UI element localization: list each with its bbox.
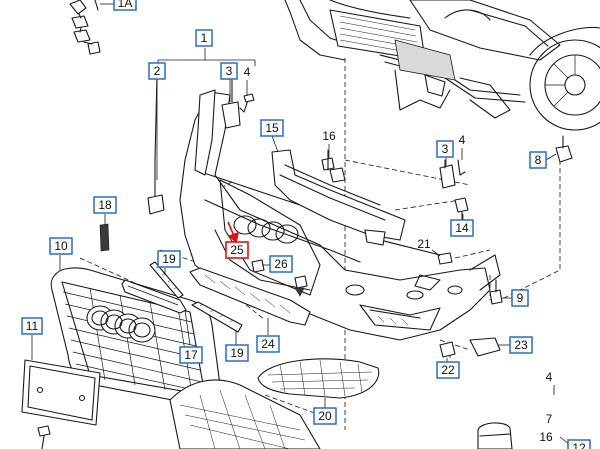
svg-text:14: 14 xyxy=(455,221,469,235)
highlight-arrow xyxy=(227,221,240,244)
svg-text:11: 11 xyxy=(26,319,39,333)
callout-1[interactable]: 1 xyxy=(195,29,213,47)
callout-24[interactable]: 24 xyxy=(256,335,280,353)
svg-text:18: 18 xyxy=(98,198,112,212)
callout-3-left[interactable]: 3 xyxy=(220,62,238,80)
callout-9[interactable]: 9 xyxy=(511,289,529,307)
callout-3-right[interactable]: 3 xyxy=(436,140,454,158)
callout-15[interactable]: 15 xyxy=(260,119,284,137)
svg-text:10: 10 xyxy=(54,239,68,253)
callout-18[interactable]: 18 xyxy=(93,196,117,214)
svg-text:20: 20 xyxy=(318,409,332,423)
clip-cluster-top-left xyxy=(69,0,101,55)
svg-text:12: 12 xyxy=(572,441,586,449)
svg-text:1: 1 xyxy=(201,31,208,45)
svg-text:3: 3 xyxy=(442,142,449,156)
label-4-top: 4 xyxy=(244,65,251,79)
callout-10[interactable]: 10 xyxy=(49,237,73,255)
vehicle-front-outline xyxy=(69,0,600,131)
callout-1A[interactable]: 1A xyxy=(113,0,137,11)
grille-upper-frame xyxy=(271,149,406,246)
callout-19-upper[interactable]: 19 xyxy=(157,250,181,268)
label-7: 7 xyxy=(546,412,553,426)
callout-22[interactable]: 22 xyxy=(436,361,460,379)
fog-lamp-grille xyxy=(257,358,380,399)
svg-text:1A: 1A xyxy=(118,0,133,10)
callout-14[interactable]: 14 xyxy=(450,219,474,237)
trim-strip-17 xyxy=(121,279,187,314)
callout-11[interactable]: 11 xyxy=(21,317,43,335)
svg-text:25: 25 xyxy=(230,243,244,257)
callout-23[interactable]: 23 xyxy=(509,336,533,354)
callout-8[interactable]: 8 xyxy=(529,151,547,169)
svg-text:19: 19 xyxy=(230,346,244,360)
lower-grille xyxy=(169,379,321,449)
svg-text:22: 22 xyxy=(441,363,455,377)
svg-text:26: 26 xyxy=(274,257,288,271)
callout-2[interactable]: 2 xyxy=(148,62,166,80)
label-21: 21 xyxy=(417,237,431,251)
callout-12[interactable]: 12 xyxy=(567,439,591,449)
callout-19-lower[interactable]: 19 xyxy=(225,344,249,362)
callout-20[interactable]: 20 xyxy=(313,407,337,425)
fasteners xyxy=(99,74,573,449)
license-plate-bracket xyxy=(21,359,101,449)
svg-text:17: 17 xyxy=(184,348,198,362)
label-16-bottom: 16 xyxy=(539,430,553,444)
svg-text:2: 2 xyxy=(154,64,161,78)
svg-text:3: 3 xyxy=(226,64,233,78)
bumper-cover xyxy=(179,89,501,357)
callout-17[interactable]: 17 xyxy=(179,346,203,364)
callout-26[interactable]: 26 xyxy=(269,255,293,273)
label-4-bottom: 4 xyxy=(546,370,553,384)
svg-text:19: 19 xyxy=(162,252,176,266)
svg-text:24: 24 xyxy=(261,337,275,351)
svg-text:8: 8 xyxy=(535,153,542,167)
svg-text:23: 23 xyxy=(514,338,528,352)
trim-strip-19-lower xyxy=(191,301,243,333)
label-16-top: 16 xyxy=(322,129,336,143)
label-4-right: 4 xyxy=(459,133,466,147)
callout-25-highlighted[interactable]: 25 xyxy=(225,241,249,259)
emblem-rings-upper xyxy=(233,215,299,244)
svg-text:9: 9 xyxy=(517,291,524,305)
svg-text:15: 15 xyxy=(265,121,279,135)
lower-air-guide xyxy=(189,267,311,326)
